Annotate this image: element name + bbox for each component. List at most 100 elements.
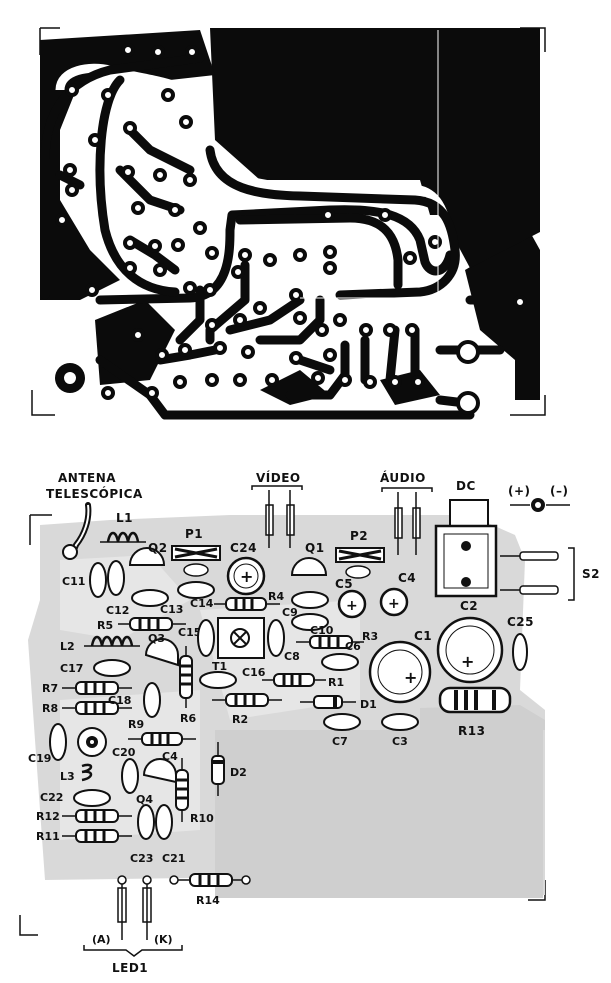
label-l1: L1: [116, 511, 133, 525]
label-c9: C9: [282, 606, 298, 619]
resistor-r1: R1: [262, 673, 344, 689]
label-r5: R5: [97, 619, 113, 632]
label-c22: C22: [40, 791, 63, 804]
label-r1: R1: [328, 676, 344, 689]
trimmer-box: [197, 617, 285, 659]
capacitor-c9: C9: [282, 591, 329, 619]
label-c2: C2: [460, 599, 478, 613]
label-antena: ANTENA: [58, 471, 116, 485]
label-plus: (+): [508, 484, 531, 498]
inductor-l3: L3: [60, 727, 107, 783]
capacitor-c21: C21: [155, 804, 185, 865]
label-c18: C18: [108, 694, 131, 707]
copper-pad-right: [465, 232, 540, 400]
label-s2: S2: [582, 567, 600, 581]
led1-leads: (A) (K) LED1: [83, 875, 183, 975]
label-c17: C17: [60, 662, 83, 675]
label-video: VÍDEO: [256, 470, 301, 485]
label-c7: C7: [332, 735, 348, 748]
label-c4: C4: [398, 571, 416, 585]
resistor-r11: R11: [36, 829, 132, 843]
label-dc: DC: [456, 479, 476, 493]
svg-text:+: +: [461, 652, 474, 671]
resistor-r5: R5: [97, 617, 186, 632]
label-c11: C11: [62, 575, 85, 588]
capacitor-c8: C8: [284, 650, 300, 663]
capacitor-c25: C25: [507, 615, 534, 671]
capacitor-c12: C12: [106, 589, 169, 617]
capacitor-c13: C13: [160, 581, 215, 616]
label-c25: C25: [507, 615, 534, 629]
label-q3: Q3: [148, 632, 165, 645]
label-c21: C21: [162, 852, 185, 865]
label-led1: LED1: [112, 961, 148, 975]
transistor-q3: Q3: [144, 632, 179, 667]
capacitor-c10: C10: [291, 613, 334, 637]
resistor-r4: R4: [214, 590, 284, 611]
capacitor-c20: C20: [112, 746, 139, 794]
label-c20: C20: [112, 746, 136, 759]
label-c6: C6: [345, 640, 361, 653]
label-d1: D1: [360, 698, 377, 711]
svg-text:+: +: [346, 598, 358, 614]
label-c13: C13: [160, 603, 183, 616]
label-c16: C16: [242, 666, 266, 679]
capacitor-c19: C19: [28, 723, 67, 765]
diode-d1: D1: [300, 695, 377, 711]
switch-s2-wires: S2: [500, 547, 600, 601]
label-r4: R4: [268, 590, 284, 603]
label-r3: R3: [362, 630, 378, 643]
label-p2: P2: [350, 529, 368, 543]
label-led-k: (K): [154, 933, 173, 946]
label-r11: R11: [36, 830, 60, 843]
resistor-r14: R14: [169, 873, 251, 907]
capacitor-c11: C11: [62, 560, 125, 598]
resistor-r9: R9: [128, 718, 196, 746]
audio-terminals: [394, 492, 421, 555]
capacitor-c23: C23: [130, 804, 155, 865]
transistor-q2: Q2: [128, 541, 167, 566]
label-c10: C10: [310, 624, 334, 637]
label-r9: R9: [128, 718, 144, 731]
label-c21-top: C4: [162, 750, 178, 763]
label-l3: L3: [60, 770, 75, 783]
potentiometer-p2: P2: [335, 529, 385, 579]
label-group-t1: T1: [199, 660, 237, 689]
capacitor-c5: C5 +: [335, 577, 367, 619]
label-c19: C19: [28, 752, 51, 765]
resistor-r6: R6: [179, 646, 196, 725]
copper-ground-plane-top-right: [210, 28, 540, 215]
label-r6: R6: [180, 712, 196, 725]
label-r2: R2: [232, 713, 248, 726]
label-c3: C3: [392, 735, 408, 748]
label-c24: C24: [230, 541, 257, 555]
label-c1: C1: [414, 629, 432, 643]
label-r7: R7: [42, 682, 58, 695]
label-c12: C12: [106, 604, 129, 617]
capacitor-c15: C15: [178, 626, 201, 639]
label-c15: C15: [178, 626, 201, 639]
diode-d2: D2: [211, 742, 247, 796]
svg-text:+: +: [404, 668, 417, 687]
resistor-r8: R8: [42, 701, 132, 715]
capacitor-c4: C4 +: [379, 571, 416, 617]
label-minus: (–): [550, 484, 568, 498]
resistor-r10: R10: [175, 758, 214, 825]
label-d2: D2: [230, 766, 247, 779]
label-t1: T1: [212, 660, 227, 673]
label-c5: C5: [335, 577, 353, 591]
label-audio: ÁUDIO: [380, 470, 426, 485]
inductor-l1: L1: [100, 511, 146, 543]
svg-text:+: +: [388, 596, 400, 612]
label-r12: R12: [36, 810, 60, 823]
capacitor-c24: C24 +: [226, 541, 266, 596]
capacitor-c1: C1 +: [368, 629, 432, 704]
label-c23: C23: [130, 852, 153, 865]
label-r14: R14: [196, 894, 220, 907]
capacitor-c17: C17: [60, 659, 131, 677]
label-r10: R10: [190, 812, 214, 825]
component-layout: ANTENA TELESCÓPICA L1 Q2 P1 C24: [19, 470, 600, 975]
capacitor-c2: C2 +: [436, 599, 504, 684]
